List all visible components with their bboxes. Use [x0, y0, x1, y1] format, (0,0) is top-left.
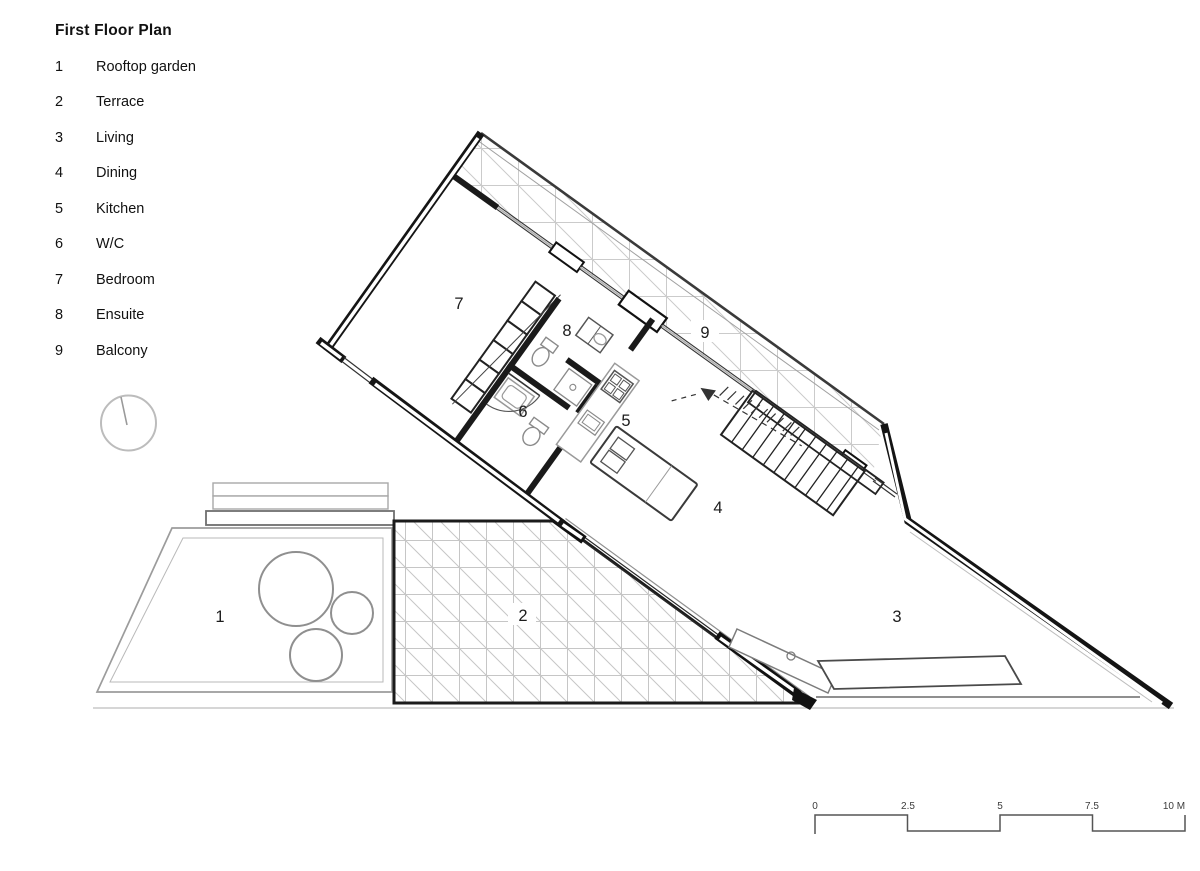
- room-label-2: 2: [518, 607, 527, 625]
- north-dial-icon: [100, 394, 157, 452]
- stair-direction-marks: [668, 386, 802, 447]
- room-label-8: 8: [562, 322, 571, 340]
- room-label-6: 6: [518, 403, 527, 421]
- legend-item-number: 9: [55, 342, 64, 359]
- scale-tick-7-5: 7.5: [1085, 801, 1099, 812]
- legend-item: 6 W/C: [55, 227, 196, 263]
- upper-bar-interior: [448, 171, 885, 522]
- legend-item-label: Rooftop garden: [96, 58, 196, 75]
- legend-item-number: 6: [55, 236, 64, 253]
- legend-item-label: Kitchen: [96, 200, 145, 217]
- sofa: [816, 655, 1023, 690]
- legend-item-label: W/C: [96, 236, 125, 253]
- rooftop-garden-area: [95, 527, 393, 693]
- scale-tick-0: 0: [812, 801, 818, 812]
- legend-item-number: 2: [55, 94, 64, 111]
- room-label-3: 3: [892, 608, 901, 626]
- legend-item-label: Ensuite: [96, 307, 145, 324]
- room-label-9: 9: [700, 324, 709, 342]
- scale-tick-2-5: 2.5: [901, 801, 915, 812]
- legend-item-number: 4: [55, 165, 64, 182]
- kitchen-island: [589, 425, 698, 522]
- staircase: [668, 386, 885, 517]
- legend-item: 3 Living: [55, 120, 196, 156]
- room-labels: 1 2 3 4 5 6 7 8 9: [215, 295, 901, 626]
- stair-rail-band: [746, 389, 885, 496]
- wc-door-arc: [486, 395, 541, 412]
- label-backing: [508, 603, 536, 625]
- scale-tick-10m: 10 M: [1163, 801, 1185, 812]
- room-label-1: 1: [215, 608, 224, 626]
- hearth-bench: [728, 627, 837, 695]
- legend-item: 1 Rooftop garden: [55, 49, 196, 85]
- scale-tick-5: 5: [997, 801, 1003, 812]
- legend-item-label: Balcony: [96, 342, 148, 359]
- room-label-5: 5: [621, 412, 630, 430]
- stair-up-arrow-icon: [700, 387, 716, 401]
- garden-tree-small: [330, 591, 374, 635]
- balcony-area: [455, 135, 883, 478]
- legend-item-number: 3: [55, 129, 64, 146]
- wardrobe-units: [450, 280, 561, 414]
- exterior-walls: [315, 130, 1174, 710]
- label-backing: [691, 320, 719, 342]
- legend-item-label: Dining: [96, 165, 138, 182]
- garden-tree-medium: [289, 628, 343, 682]
- site-boundary-lines: [93, 696, 1174, 709]
- room-label-4: 4: [713, 499, 722, 517]
- page-title: First Floor Plan: [55, 22, 172, 39]
- ensuite-fixtures: [531, 316, 615, 407]
- legend-item-number: 8: [55, 307, 64, 324]
- kitchen-counter: [555, 362, 641, 464]
- garden-steps: [205, 482, 395, 526]
- scale-bar: 0 2.5 5 7.5 10 M: [812, 801, 1186, 834]
- legend-item: 5 Kitchen: [55, 191, 196, 227]
- legend-item: 2 Terrace: [55, 85, 196, 121]
- legend-item-label: Terrace: [96, 94, 145, 111]
- legend-item-number: 7: [55, 271, 64, 288]
- legend-item: 8 Ensuite: [55, 298, 196, 334]
- wc-fixtures: [486, 372, 550, 447]
- legend-item: 9 Balcony: [55, 333, 196, 369]
- room-label-7: 7: [454, 295, 463, 313]
- legend-item-number: 1: [55, 58, 64, 75]
- legend-item-label: Bedroom: [96, 271, 155, 288]
- legend-item-number: 5: [55, 200, 64, 217]
- garden-tree-large: [258, 551, 334, 627]
- legend: First Floor Plan 1 Rooftop garden 2 Terrac…: [55, 13, 196, 369]
- legend-item-label: Living: [96, 129, 134, 146]
- legend-item: 7 Bedroom: [55, 262, 196, 298]
- legend-item: 4 Dining: [55, 156, 196, 192]
